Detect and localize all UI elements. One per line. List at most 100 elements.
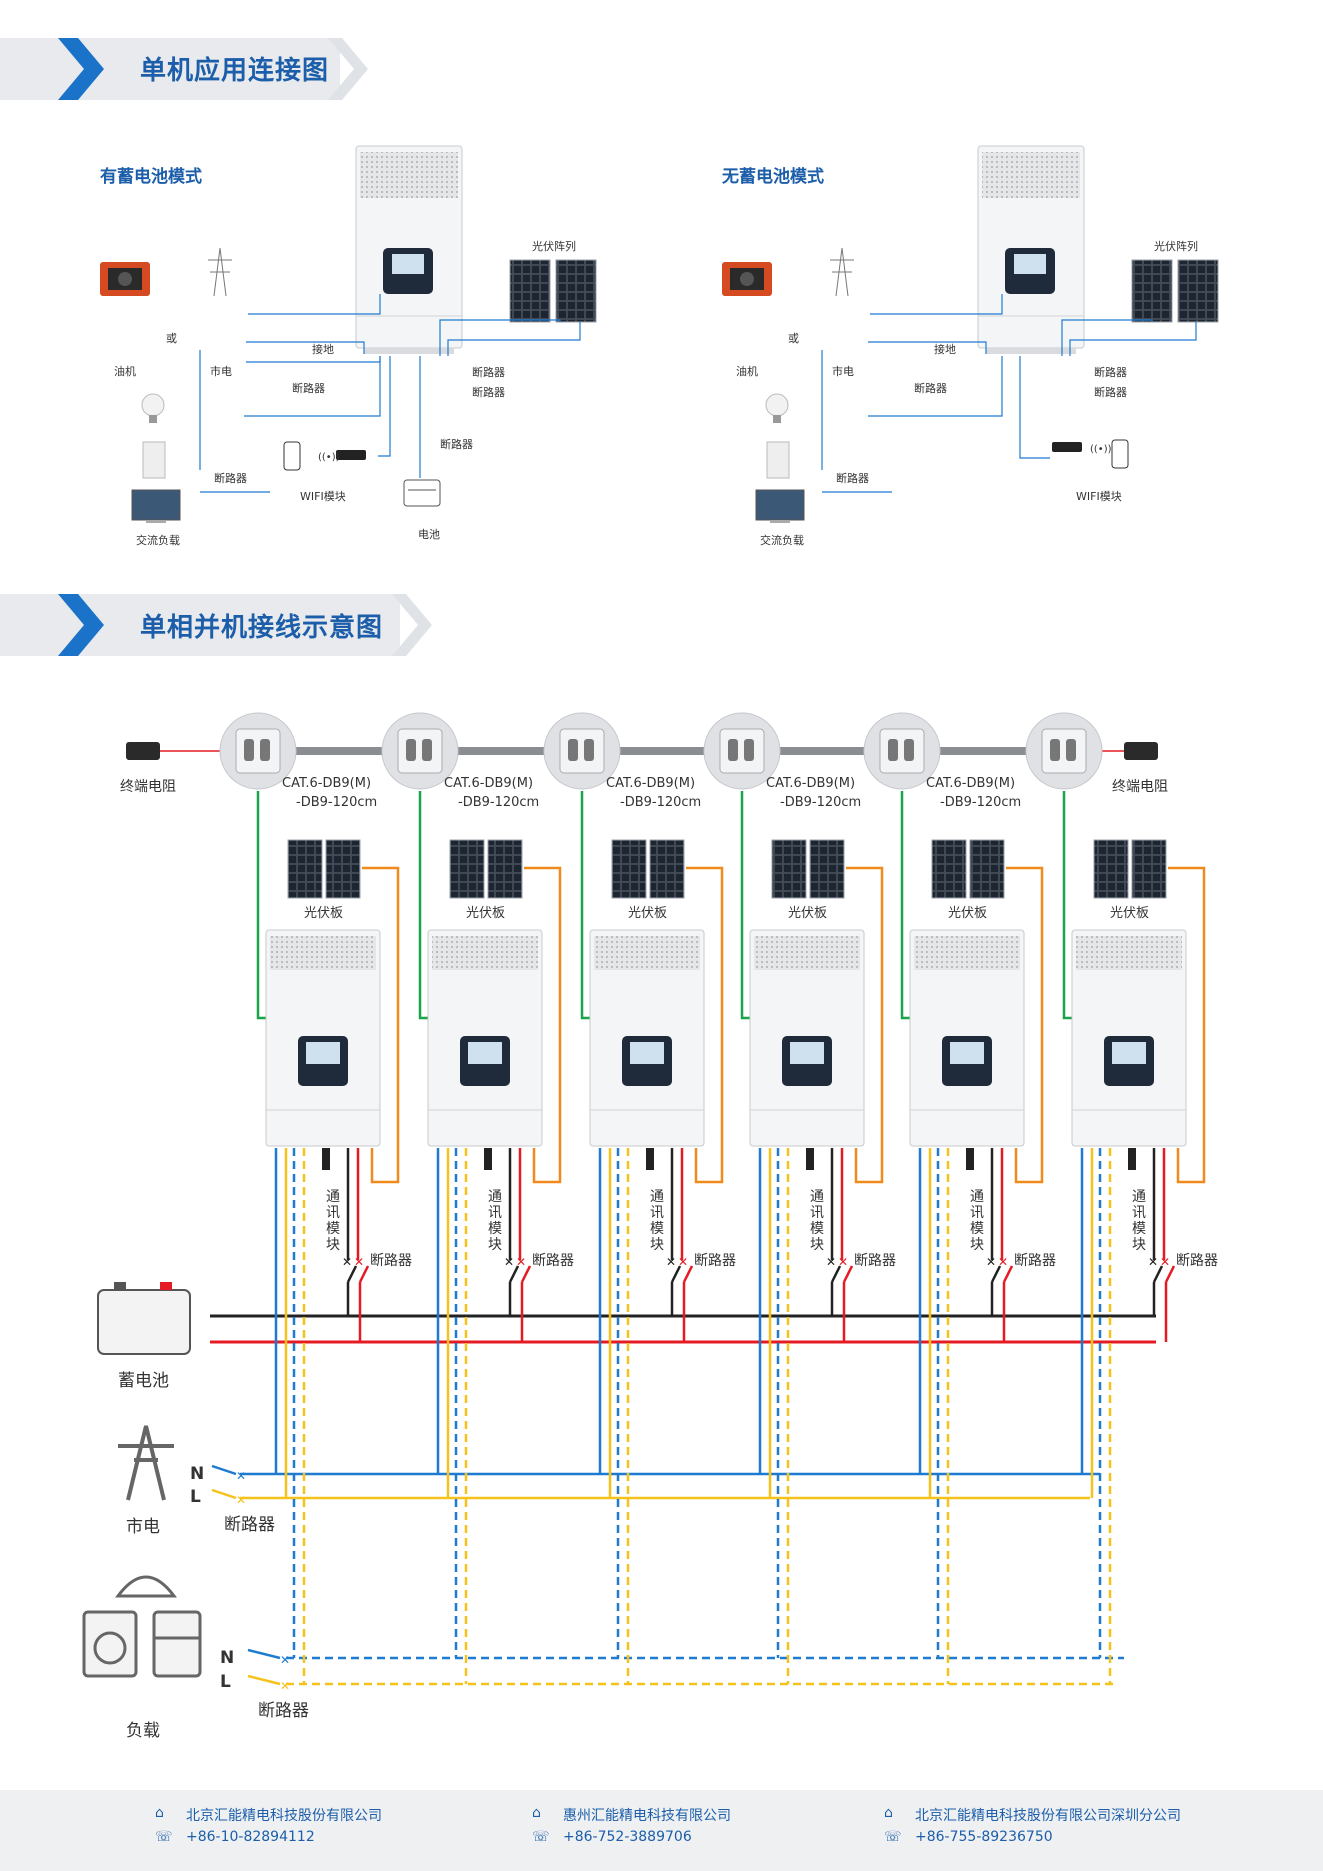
label-grid-breaker: 断路器 — [224, 1515, 275, 1535]
breaker-switch — [520, 1265, 532, 1283]
mode-title-nobattery: 无蓄电池模式 — [722, 167, 824, 187]
inverter-vent — [754, 936, 860, 970]
connector-port — [568, 739, 578, 761]
label-breaker: 断路器 — [472, 366, 505, 379]
grid-breaker-switch — [211, 1464, 237, 1476]
fridge-icon — [766, 441, 790, 479]
label-generator: 油机 — [736, 365, 758, 378]
label-terminal-resistor-left: 终端电阻 — [120, 779, 176, 795]
comm-module-label: 通 — [810, 1189, 824, 1205]
comm-module-label: 块 — [970, 1237, 984, 1253]
pv-wire-orange — [362, 866, 400, 1184]
parallel-connector-plate — [559, 728, 605, 774]
breaker-switch — [1152, 1265, 1164, 1283]
svg-text:((•)): ((•)) — [1090, 444, 1112, 455]
fridge-icon — [152, 1610, 202, 1678]
connector-port — [1050, 739, 1060, 761]
pv-panel-label: 光伏板 — [466, 906, 506, 921]
label-breaker: 断路器 — [914, 382, 947, 395]
breaker-switch — [990, 1265, 1002, 1283]
label-grid: 市电 — [210, 365, 232, 378]
fridge-icon — [142, 441, 166, 479]
inverter-screen — [1112, 1042, 1146, 1064]
power-tower-icon — [830, 247, 854, 297]
connector-port — [1066, 739, 1076, 761]
pv-wire-orange — [686, 866, 724, 1184]
parallel-connector-plate — [1041, 728, 1087, 774]
parallel-connector-plate — [235, 728, 281, 774]
breaker-label: 断路器 — [370, 1253, 412, 1269]
connector-port — [260, 739, 270, 761]
label-breaker: 断路器 — [292, 382, 325, 395]
comm-wire-green — [1062, 791, 1074, 1020]
pv-panel — [325, 839, 361, 899]
comm-module-label: 块 — [326, 1237, 340, 1253]
single-connection-diagram: ((•)) — [100, 145, 1219, 523]
footer: ⌂ 北京汇能精电科技股份有限公司 ☏ +86-10-82894112 ⌂ 惠州汇… — [0, 1790, 1323, 1871]
comm-module-label: 讯 — [488, 1205, 502, 1221]
comm-module-label: 模 — [1132, 1221, 1146, 1237]
tv-icon — [755, 489, 805, 523]
generator-icon — [100, 262, 150, 296]
inverter-vent — [432, 936, 538, 970]
breaker-x-icon: ✕ — [666, 1255, 676, 1269]
label-grid-n: N — [190, 1464, 205, 1484]
parallel-connector-plate — [879, 728, 925, 774]
comm-cable — [282, 747, 1026, 755]
cable-label: -DB9-120cm — [458, 795, 540, 810]
cable-label: -DB9-120cm — [940, 795, 1022, 810]
comm-module-label: 讯 — [1132, 1205, 1146, 1221]
label-breaker: 断路器 — [472, 386, 505, 399]
label-pv-array: 光伏阵列 — [1154, 240, 1198, 253]
battery-bank-icon — [97, 1289, 191, 1355]
label-ac-load: 交流负载 — [136, 534, 180, 547]
label-terminal-resistor-right: 终端电阻 — [1112, 779, 1168, 795]
breaker-switch — [682, 1265, 694, 1283]
breaker-switch — [358, 1265, 370, 1283]
breaker-switch — [670, 1265, 682, 1283]
cable-label: CAT.6-DB9(M) — [444, 776, 534, 791]
label-battery: 电池 — [418, 528, 440, 541]
label-load: 负载 — [126, 1721, 160, 1741]
power-tower-icon — [118, 1425, 174, 1501]
pv-panel-label: 光伏板 — [948, 906, 988, 921]
inverter-screen — [950, 1042, 984, 1064]
comm-module-label: 块 — [1132, 1237, 1146, 1253]
footer-company-3: 北京汇能精电科技股份有限公司深圳分公司 — [915, 1808, 1181, 1824]
breaker-label: 断路器 — [1014, 1253, 1056, 1269]
breaker-x-icon: ✕ — [838, 1255, 848, 1269]
label-wifi: WIFI模块 — [1076, 490, 1122, 503]
comm-module-icon — [806, 1148, 814, 1170]
breaker-switch — [508, 1265, 520, 1283]
comm-module-label: 通 — [650, 1189, 664, 1205]
breaker-x-icon: ✕ — [236, 1493, 246, 1507]
comm-module-label: 通 — [1132, 1189, 1146, 1205]
label-breaker: 断路器 — [214, 472, 247, 485]
label-or: 或 — [788, 332, 799, 345]
label-breaker: 断路器 — [1094, 386, 1127, 399]
chevron-icon — [58, 594, 104, 656]
breaker-x-icon: ✕ — [280, 1679, 290, 1693]
comm-module-label: 块 — [650, 1237, 664, 1253]
comm-module-label: 通 — [488, 1189, 502, 1205]
comm-module-label: 模 — [970, 1221, 984, 1237]
breaker-switch — [842, 1265, 854, 1283]
parallel-connector-plate — [719, 728, 765, 774]
comm-wire-green — [740, 791, 752, 1020]
cable-label: CAT.6-DB9(M) — [282, 776, 372, 791]
cable-label: -DB9-120cm — [780, 795, 862, 810]
comm-wire-green — [256, 791, 268, 1020]
home-icon: ⌂ — [155, 1805, 164, 1821]
home-icon: ⌂ — [532, 1805, 541, 1821]
footer-company-1: 北京汇能精电科技股份有限公司 — [186, 1808, 382, 1824]
pv-array-left — [509, 259, 597, 323]
breaker-x-icon: ✕ — [678, 1255, 688, 1269]
connector-port — [584, 739, 594, 761]
breaker-x-icon: ✕ — [1148, 1255, 1158, 1269]
inverter-vent — [594, 936, 700, 970]
parallel-wiring-diagram: ✕✕✕✕✕✕✕✕✕✕✕✕✕✕✕✕ — [82, 712, 1206, 1693]
pv-wire-orange — [846, 866, 884, 1184]
pv-panel-label: 光伏板 — [304, 906, 344, 921]
section-header-2 — [0, 594, 440, 656]
connector-port — [744, 739, 754, 761]
